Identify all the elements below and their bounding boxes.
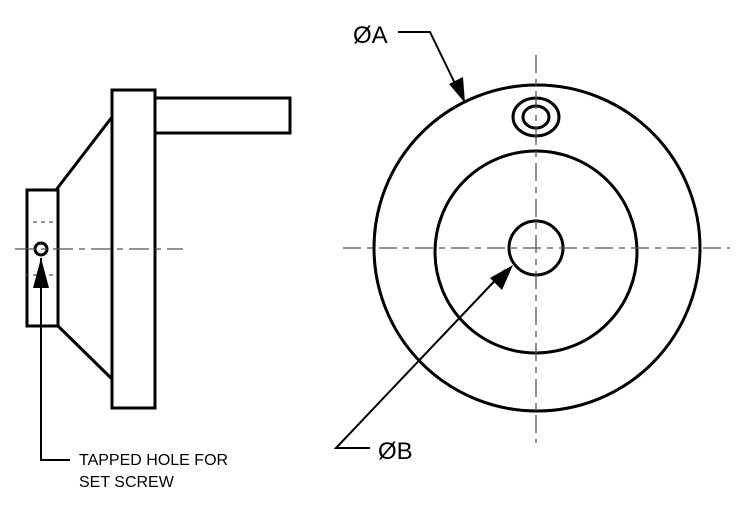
dia-b-leader [333,269,506,449]
tapped-hole-leader [40,258,70,461]
dia-a-leader [398,31,463,99]
dia-b-label: ØB [378,438,413,465]
cone-bottom-edge [56,324,114,381]
outer-circle [372,83,702,413]
hub [25,188,60,328]
front-view-centerlines [343,55,730,443]
dia-a-label: ØA [353,22,388,49]
cone-top-edge [54,116,114,191]
arrowhead-icon [490,265,513,290]
note-line-2: SET SCREW [79,474,175,491]
arrowhead-icon [33,258,49,288]
note-line-1: TAPPED HOLE FOR [79,452,228,469]
handle-rod [153,96,292,135]
arrowhead-icon [449,77,465,103]
